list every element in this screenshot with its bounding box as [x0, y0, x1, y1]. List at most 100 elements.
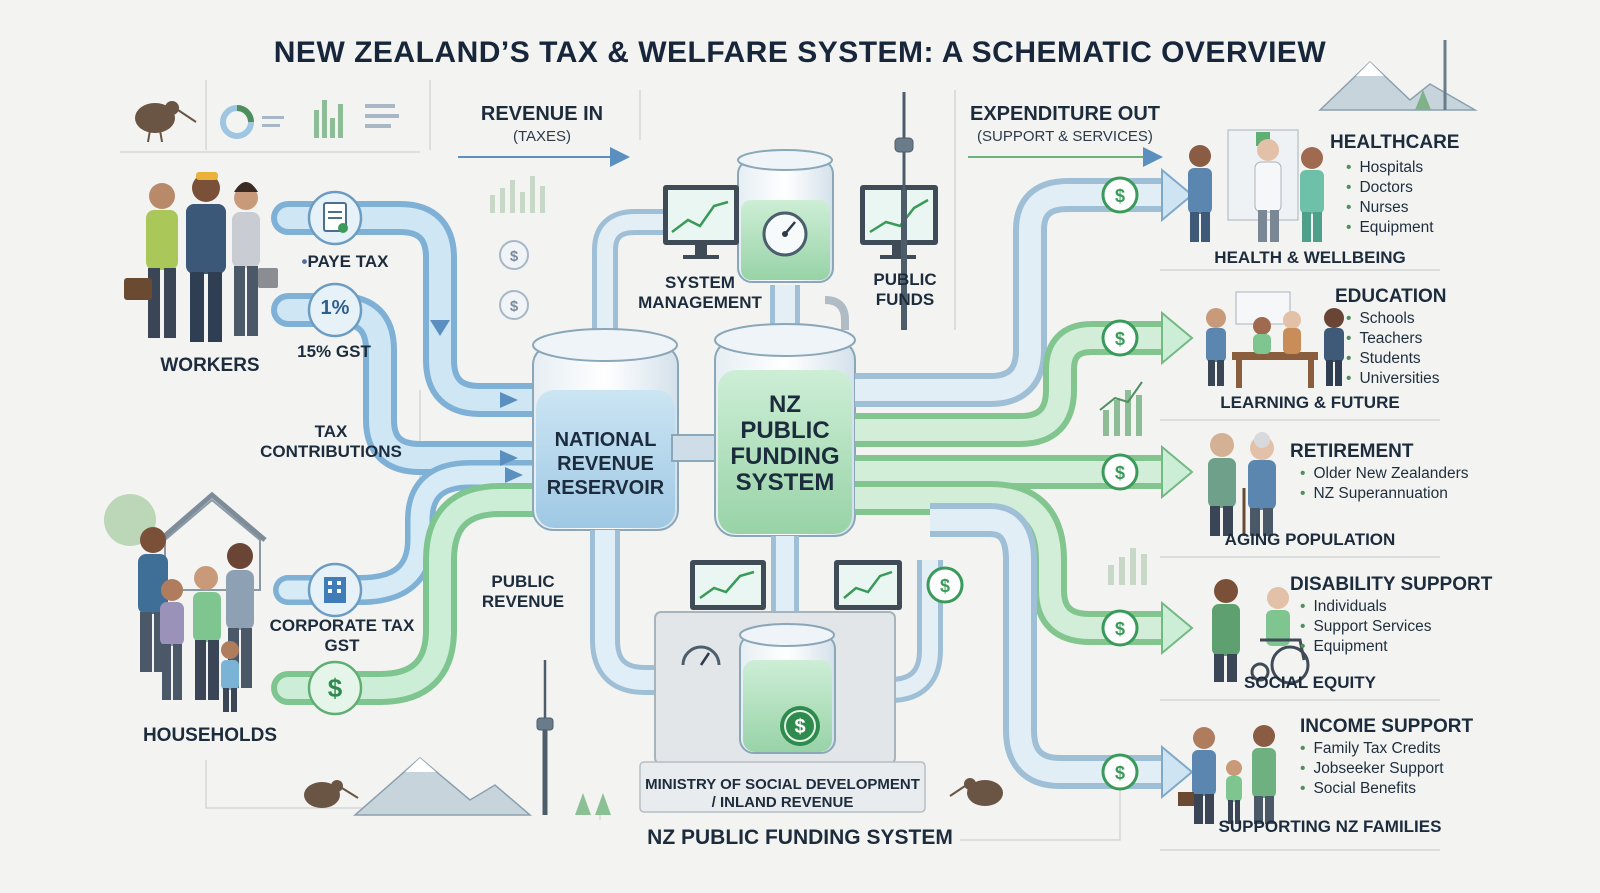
svg-text:$: $ [1115, 763, 1125, 783]
bar-chart-icon [490, 176, 545, 213]
card-items: Schools Teachers Students Universities [1346, 309, 1440, 389]
mountain-icon [353, 757, 611, 816]
dollar-icon: $ [1101, 753, 1139, 791]
dollar-icon: $ [1101, 176, 1139, 214]
dollar-icon: $ [1101, 453, 1139, 491]
card-item: Doctors [1346, 178, 1434, 198]
output-pipes [855, 178, 1170, 789]
card-title: INCOME SUPPORT [1300, 716, 1474, 737]
card-item: Nurses [1346, 198, 1434, 218]
expenditure-out-subheading: (SUPPORT & SERVICES) [977, 128, 1153, 145]
card-item: Teachers [1346, 329, 1440, 349]
funding-system-footer: NZ PUBLIC FUNDING SYSTEM [647, 826, 953, 849]
card-footer: SOCIAL EQUITY [1244, 673, 1376, 692]
card-item: Social Benefits [1300, 779, 1444, 799]
gst-label: 15% GST [297, 342, 371, 361]
monitor-icon [690, 560, 766, 610]
dollar-icon: $ [1101, 319, 1139, 357]
card-footer: LEARNING & FUTURE [1220, 393, 1400, 412]
gauge-icon [762, 211, 808, 257]
public-funds-label: PUBLIC FUNDS [873, 270, 937, 309]
card-item: Support Services [1300, 617, 1431, 637]
kiwi-icon [304, 780, 359, 808]
households-label: HOUSEHOLDS [142, 725, 278, 746]
card-item: Equipment [1300, 637, 1431, 657]
monitor-icon [663, 185, 739, 259]
card-item: Family Tax Credits [1300, 739, 1444, 759]
households-illustration [104, 491, 267, 712]
public-revenue-label: PUBLIC REVENUE [481, 572, 565, 611]
healthcare-illustration [1188, 129, 1324, 242]
tax-contributions-label: TAX CONTRIBUTIONS [260, 422, 402, 461]
dollar-icon: $ [307, 660, 363, 716]
card-title: HEALTHCARE [1330, 132, 1460, 153]
output-arrowheads [1161, 167, 1194, 800]
card-title: RETIREMENT [1290, 441, 1414, 462]
mountain-icon [1318, 40, 1478, 111]
card-item: Students [1346, 349, 1440, 369]
ministry-label: MINISTRY OF SOCIAL DEVELOPMENT / INLAND … [645, 776, 920, 811]
card-items: Family Tax Credits Jobseeker Support Soc… [1300, 739, 1444, 799]
card-item: Universities [1346, 369, 1439, 389]
svg-text:$: $ [1115, 463, 1125, 483]
kiwi-icon [135, 101, 197, 143]
gst-badge-text: 1% [320, 297, 350, 319]
card-item: Individuals [1300, 597, 1431, 617]
dollar-icon: $ [780, 706, 820, 746]
corporate-tax-label: CORPORATE TAX GST [269, 616, 415, 655]
sky-tower-icon [894, 92, 914, 330]
card-footer: HEALTH & WELLBEING [1214, 248, 1406, 267]
card-item: Schools [1346, 309, 1440, 329]
expenditure-out-heading: EXPENDITURE OUT [969, 103, 1161, 125]
svg-text:$: $ [794, 716, 805, 738]
bar-chart-icon [1108, 548, 1147, 585]
education-illustration [1206, 291, 1344, 388]
bar-chart-icon [314, 100, 399, 138]
funding-tank-label: NZ PUBLIC FUNDING SYSTEM [730, 391, 840, 496]
card-items: Individuals Support Services Equipment [1300, 597, 1431, 657]
card-item: Older New Zealanders [1300, 464, 1468, 484]
paye-tax-label: PAYE TAX [290, 252, 400, 272]
reservoir-label: NATIONAL REVENUE RESERVOIR [546, 429, 665, 499]
revenue-in-subheading: (TAXES) [512, 128, 572, 145]
card-item: Equipment [1346, 218, 1433, 238]
card-item: Jobseeker Support [1300, 759, 1443, 779]
svg-text:$: $ [940, 576, 950, 596]
dollar-icon: $ [499, 290, 529, 320]
dollar-icon: $ [1101, 609, 1139, 647]
page-title: NEW ZEALAND’S TAX & WELFARE SYSTEM: A SC… [273, 36, 1327, 69]
svg-text:$: $ [510, 248, 519, 265]
card-items: Hospitals Doctors Nurses Equipment [1346, 158, 1434, 238]
kiwi-icon [949, 778, 1003, 806]
svg-text:$: $ [328, 673, 343, 703]
revenue-in-heading: REVENUE IN [480, 103, 604, 125]
system-management-label: SYSTEM MANAGEMENT [638, 273, 762, 312]
building-icon [307, 562, 363, 618]
svg-text:$: $ [1115, 619, 1125, 639]
svg-text:$: $ [1115, 186, 1125, 206]
retirement-illustration [1208, 432, 1276, 536]
gauge-icon [681, 645, 721, 666]
income-illustration [1178, 725, 1276, 824]
sky-tower-icon [536, 660, 554, 815]
document-icon [307, 190, 363, 246]
card-item: Hospitals [1346, 158, 1434, 178]
card-footer: SUPPORTING NZ FAMILIES [1218, 817, 1442, 836]
dollar-icon: $ [499, 240, 529, 270]
donut-chart-icon [220, 105, 284, 139]
funding-tank [714, 323, 856, 537]
input-arrows [430, 320, 523, 483]
workers-label: WORKERS [160, 355, 260, 376]
ministry-machine [639, 611, 926, 813]
svg-text:$: $ [1115, 329, 1125, 349]
card-title: EDUCATION [1335, 286, 1447, 307]
card-items: Older New Zealanders NZ Superannuation [1300, 464, 1469, 504]
card-item: NZ Superannuation [1300, 484, 1469, 504]
monitor-icon [860, 185, 938, 259]
card-footer: AGING POPULATION [1224, 530, 1396, 549]
card-title: DISABILITY SUPPORT [1290, 574, 1493, 595]
reservoir-tank [532, 328, 679, 531]
monitor-icon [834, 560, 902, 610]
